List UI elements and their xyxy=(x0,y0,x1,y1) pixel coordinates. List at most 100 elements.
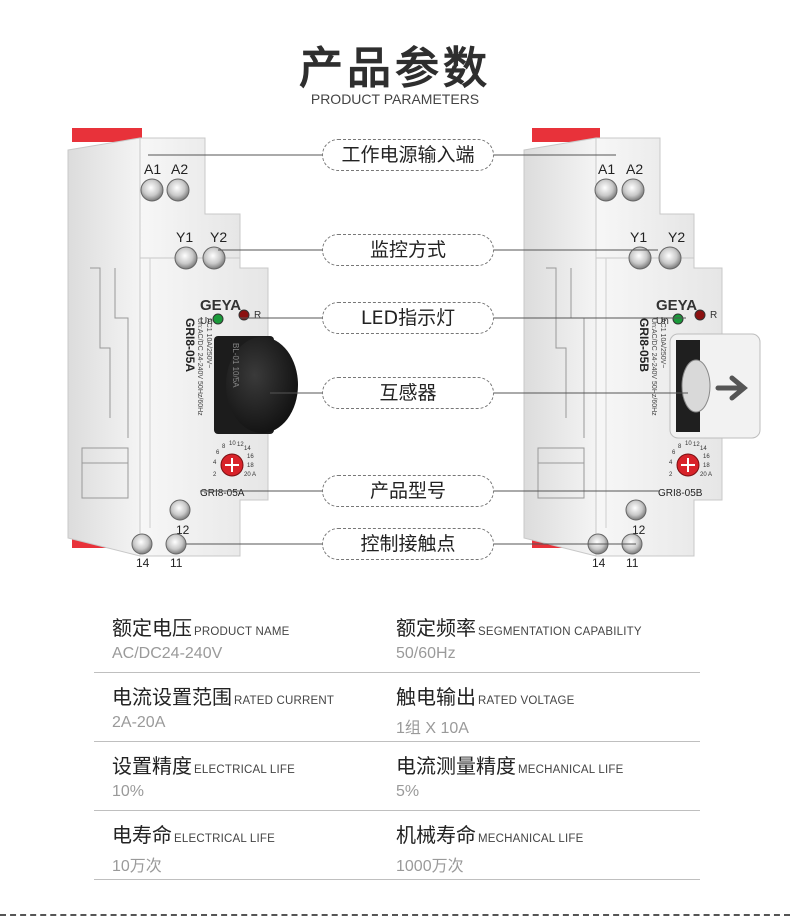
spec-value: 1组 X 10A xyxy=(396,720,469,737)
dial-scale-18: 18 xyxy=(247,463,254,469)
dial-scale-20: 20 A xyxy=(700,472,712,478)
led-label-r: R xyxy=(254,310,261,321)
spec-label-en: RATED CURRENT xyxy=(234,695,335,707)
housing-side xyxy=(67,137,141,557)
terminal-screw-12 xyxy=(625,499,647,521)
dial-scale-10: 10 xyxy=(229,441,236,447)
side-label-print xyxy=(81,267,129,499)
spec-label-en: ELECTRICAL LIFE xyxy=(194,764,295,776)
led-green xyxy=(672,313,684,325)
dial-scale-16: 16 xyxy=(703,454,710,460)
dial-scale-4: 4 xyxy=(669,460,673,466)
terminal-label-y2: Y2 xyxy=(668,229,685,245)
spec-label-en: MECHANICAL LIFE xyxy=(478,833,584,845)
current-sensor-white xyxy=(669,333,761,439)
spec-value: 2A-20A xyxy=(112,714,166,731)
spec-label-zh: 额定频率 xyxy=(396,616,476,640)
terminal-label-11: 11 xyxy=(626,556,639,570)
spec-label-zh: 电流设置范围 xyxy=(112,685,232,709)
callout-model: 产品型号 xyxy=(322,475,494,507)
spec-label-en: PRODUCT NAME xyxy=(194,626,290,638)
callout-contact-point: 控制接触点 xyxy=(322,528,494,560)
spec-label-zh: 设置精度 xyxy=(112,754,192,778)
dial-scale-16: 16 xyxy=(247,454,254,460)
dial-scale-14: 14 xyxy=(244,446,251,452)
terminal-screw-12 xyxy=(169,499,191,521)
brand-logo: GEYA xyxy=(200,297,241,314)
terminal-label-a1: A1 xyxy=(144,161,161,177)
terminal-screw-y2 xyxy=(658,246,682,270)
terminal-label-11: 11 xyxy=(170,556,183,570)
led-label-un: Un xyxy=(200,316,213,327)
terminal-label-a2: A2 xyxy=(626,161,643,177)
device-b: A1 A2 Y1 Y2 GEYA Un R GRI8-05B Un:AC/DC … xyxy=(523,128,761,570)
spec-value: 1000万次 xyxy=(396,858,464,875)
arrow-right-icon xyxy=(715,375,748,401)
model-label: GRI8-05B xyxy=(658,488,703,499)
page-title: 产品参数 xyxy=(299,43,491,94)
dial-scale-6: 6 xyxy=(672,450,676,456)
terminal-screw-14 xyxy=(131,533,153,555)
led-label-r: R xyxy=(710,310,717,321)
spec-print-line-1: Un:AC/DC 24-240V 50Hz/60Hz xyxy=(650,318,657,416)
din-clip-top xyxy=(72,128,142,142)
spec-label-zh: 电寿命 xyxy=(112,823,172,847)
bottom-divider xyxy=(0,914,790,916)
spec-label-zh: 机械寿命 xyxy=(396,823,476,847)
dial-scale-12: 12 xyxy=(237,442,244,448)
sensor-print: BL-01 10/5A xyxy=(231,343,240,388)
spec-label-zh: 额定电压 xyxy=(112,616,192,640)
terminal-label-14: 14 xyxy=(592,556,606,570)
spec-print-line-2: AC1 10A/250V~ xyxy=(205,318,212,368)
device-a: A1 A2 Y1 Y2 GEYA Un R GRI8-05A Un:AC/DC … xyxy=(67,128,298,570)
terminal-screw-y2 xyxy=(202,246,226,270)
dial-scale-14: 14 xyxy=(700,446,707,452)
terminal-label-y1: Y1 xyxy=(176,229,193,245)
product-illustration: A1 A2 Y1 Y2 GEYA Un R GRI8-05A Un:AC/DC … xyxy=(67,128,761,570)
page-subtitle: PRODUCT PARAMETERS xyxy=(310,91,480,107)
dial-scale-10: 10 xyxy=(685,441,692,447)
spec-label-zh: 触电输出 xyxy=(396,685,476,709)
terminal-label-12: 12 xyxy=(176,523,190,537)
terminal-screw-11 xyxy=(165,533,187,555)
leader-lines xyxy=(148,154,688,545)
dial-scale-20: 20 A xyxy=(244,472,256,478)
dial-scale-18: 18 xyxy=(703,463,710,469)
din-clip-top xyxy=(532,128,600,142)
spec-value: 5% xyxy=(396,783,420,800)
terminal-screw-a2 xyxy=(621,178,645,202)
spec-print-line-2: AC1 10A/250V~ xyxy=(659,318,666,368)
terminal-screw-a1 xyxy=(140,178,164,202)
callout-monitor-mode: 监控方式 xyxy=(322,234,494,266)
spec-value: 10万次 xyxy=(112,858,162,875)
brand-logo: GEYA xyxy=(656,297,697,314)
dial-scale-8: 8 xyxy=(222,444,226,450)
model-vertical: GRI8-05A xyxy=(183,318,197,372)
spec-label-en: RATED VOLTAGE xyxy=(478,695,575,707)
dial-scale-8: 8 xyxy=(678,444,682,450)
spec-label-zh: 电流测量精度 xyxy=(396,754,516,778)
dial-scale-2: 2 xyxy=(213,472,217,478)
terminal-label-12: 12 xyxy=(632,523,646,537)
spec-value: 10% xyxy=(112,783,145,800)
spec-value: 50/60Hz xyxy=(396,645,456,662)
side-label-print xyxy=(537,267,585,499)
housing-side xyxy=(523,137,597,557)
housing-front-main xyxy=(139,257,269,557)
dial-scale-2: 2 xyxy=(669,472,673,478)
callout-power-input: 工作电源输入端 xyxy=(322,139,494,171)
